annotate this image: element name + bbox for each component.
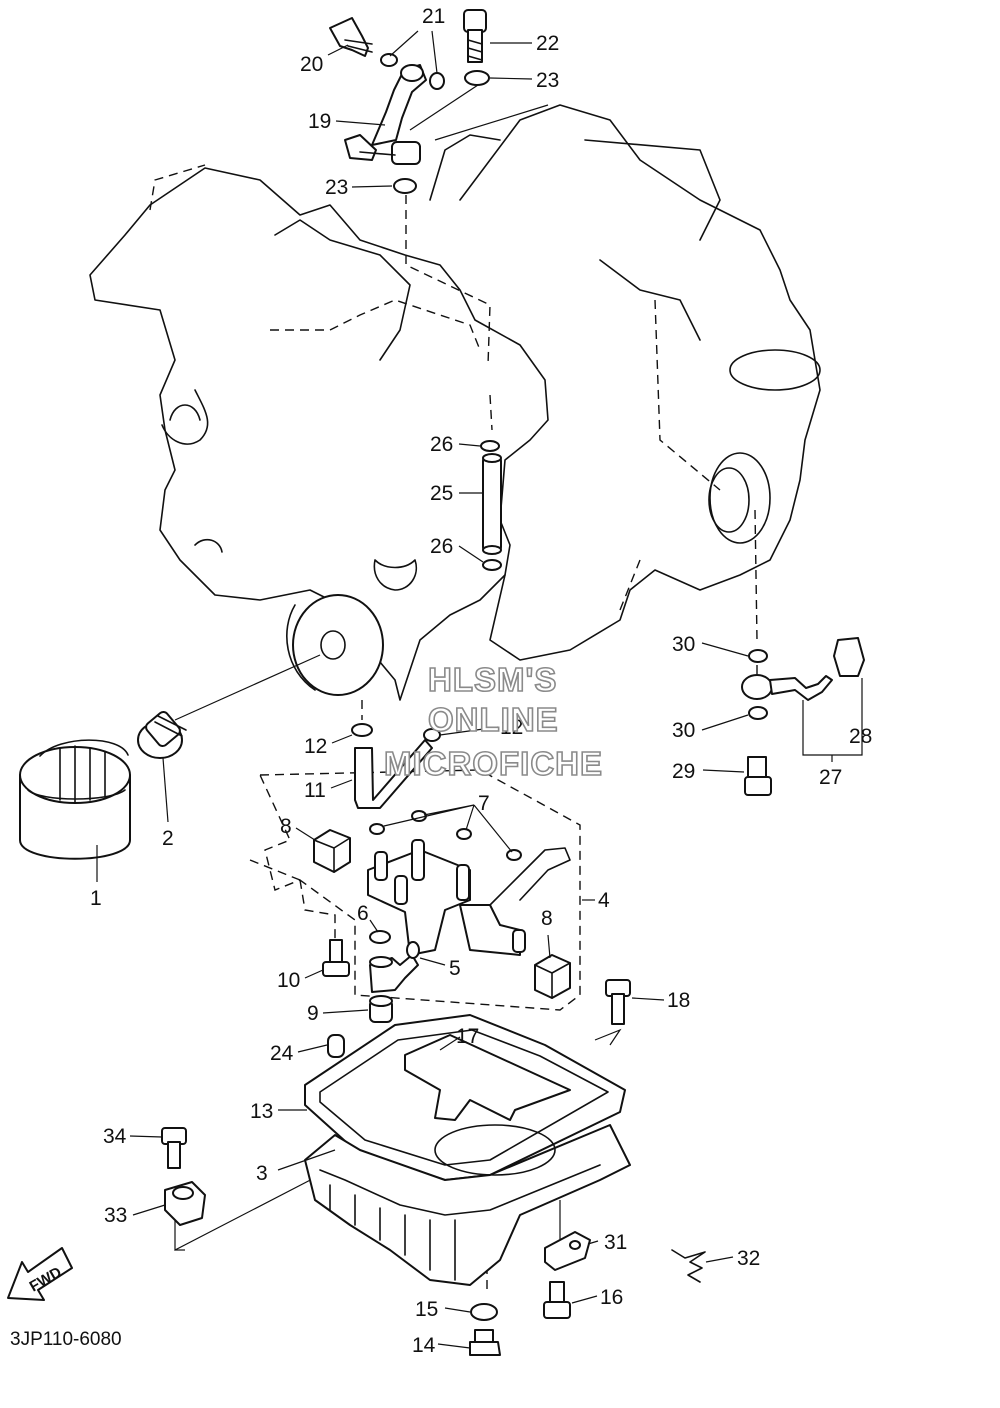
callout-30-lower: 30 [672, 719, 695, 742]
rubber-grommet-28 [833, 637, 865, 677]
callout-9: 9 [307, 1002, 319, 1025]
callout-23-lower: 23 [325, 176, 348, 199]
union-bolt-29 [744, 756, 772, 796]
collar-9 [369, 995, 393, 1023]
damper-8-left [313, 829, 351, 873]
callout-12-left: 12 [304, 735, 327, 758]
callout-11: 11 [304, 779, 326, 802]
oil-strainer-assembly [367, 839, 571, 956]
o-ring-26-upper [480, 440, 500, 452]
callout-3: 3 [256, 1162, 268, 1185]
oil-pan-3 [304, 1124, 631, 1286]
pipe-bolt-22 [463, 9, 487, 63]
plate-31 [544, 1231, 591, 1271]
oil-pipe-25 [482, 453, 502, 555]
bracket-33 [164, 1181, 206, 1226]
callout-4: 4 [598, 889, 610, 912]
oil-level-bolt-16 [543, 1281, 571, 1319]
callout-12-right: 12 [500, 716, 523, 739]
callout-34: 34 [103, 1125, 127, 1148]
callout-8-left: 8 [280, 815, 292, 838]
callout-17: 17 [456, 1025, 479, 1048]
callout-24: 24 [270, 1042, 294, 1065]
oil-pipe-11 [354, 739, 433, 809]
watermark: HLSM'S ONLINE MICROFICHE [383, 660, 603, 783]
callout-21: 21 [422, 5, 445, 28]
diagram-code: 3JP110-6080 [10, 1329, 122, 1350]
callout-15: 15 [415, 1298, 438, 1321]
oil-pan-baffle-17 [404, 1034, 571, 1121]
o-ring-30-lower [748, 706, 768, 720]
engine-crankcase-outline [89, 104, 821, 701]
o-ring-12-left [351, 723, 373, 737]
callout-16: 16 [600, 1286, 623, 1309]
relief-valve-5 [369, 954, 419, 993]
callout-26-lower: 26 [430, 535, 453, 558]
callout-6: 6 [357, 902, 369, 925]
callout-25: 25 [430, 482, 453, 505]
o-ring-7-c [456, 828, 472, 840]
callout-20: 20 [300, 53, 323, 76]
oil-pan-bolt-18 [605, 979, 631, 1025]
o-ring-21-a [380, 53, 398, 67]
callout-29: 29 [672, 760, 695, 783]
callout-28: 28 [849, 725, 872, 748]
oil-delivery-pipe-upper [344, 64, 427, 165]
oil-filter-union-bolt [137, 710, 187, 759]
o-ring-7-d [506, 849, 522, 861]
callout-26-upper: 26 [430, 433, 453, 456]
o-ring-30-upper [748, 649, 768, 663]
o-ring-21-b [429, 72, 445, 90]
callout-22: 22 [536, 32, 559, 55]
callout-19: 19 [308, 110, 331, 133]
o-ring-5 [406, 941, 420, 959]
callout-numbers: 1 2 3 4 5 6 7 8 8 9 10 11 12 12 13 14 15… [90, 5, 872, 1357]
watermark-line-1: HLSM'S [428, 661, 557, 698]
assembly-guide-lines [174, 84, 758, 1290]
oil-hose-assembly-27 [741, 674, 833, 701]
damper-8-right [534, 954, 571, 999]
callout-leader-lines [96, 30, 863, 1349]
drain-bolt-14 [469, 1329, 501, 1356]
fwd-direction-arrow: FWD [7, 1247, 73, 1301]
callout-23-upper: 23 [536, 69, 559, 92]
callout-32: 32 [737, 1247, 760, 1270]
drain-washer-15 [470, 1303, 498, 1321]
copper-washer-23-lower [393, 178, 417, 194]
callout-30-upper: 30 [672, 633, 695, 656]
copper-washer-23-upper [464, 70, 490, 86]
callout-8-right: 8 [541, 907, 553, 930]
bolt-34 [161, 1127, 187, 1169]
watermark-line-3: MICROFICHE [384, 745, 603, 782]
callout-31: 31 [604, 1231, 627, 1254]
callout-7: 7 [478, 792, 490, 815]
callout-10: 10 [277, 969, 300, 992]
oil-filter [19, 739, 131, 860]
dowel-pin-24 [327, 1034, 345, 1058]
clip-32 [671, 1249, 706, 1283]
watermark-line-2: ONLINE [428, 701, 559, 738]
strainer-bolt-10 [322, 939, 350, 977]
callout-14: 14 [412, 1334, 436, 1357]
callout-1: 1 [90, 887, 102, 910]
callout-5: 5 [449, 957, 461, 980]
o-ring-7-a [369, 823, 385, 835]
pipe-union-bolt-20 [329, 17, 373, 57]
callout-33: 33 [104, 1204, 127, 1227]
callout-2: 2 [162, 827, 174, 850]
callout-13: 13 [250, 1100, 273, 1123]
callout-18: 18 [667, 989, 690, 1012]
o-ring-6 [369, 930, 391, 944]
callout-27: 27 [819, 766, 842, 789]
o-ring-26-lower [482, 559, 502, 571]
